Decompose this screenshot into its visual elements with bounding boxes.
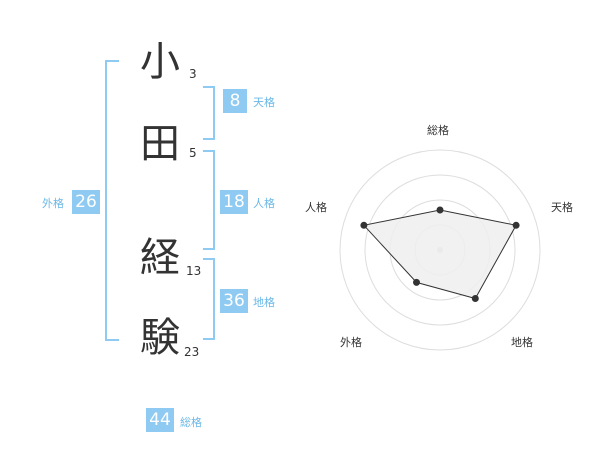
- name-char-4: 験: [140, 315, 180, 361]
- name-char-1: 小: [140, 39, 180, 85]
- chikaku-value: 36: [220, 289, 248, 313]
- radar-axis-label-chikaku: 地格: [511, 336, 533, 349]
- jinkaku-value: 18: [220, 190, 248, 214]
- radar-point-4: [413, 278, 420, 286]
- radar-point-3: [471, 295, 479, 302]
- radar-polygon: [362, 209, 517, 300]
- stroke-count-3: 13: [186, 264, 202, 278]
- radar-point-2: [512, 221, 520, 229]
- stroke-count-2: 5: [189, 146, 197, 160]
- chikaku-bracket: [203, 258, 215, 340]
- tenkaku-bracket: [203, 86, 215, 140]
- gaikaku-bracket: [105, 60, 119, 341]
- jinkaku-bracket: [203, 150, 215, 250]
- name-char-2: 田: [140, 121, 180, 167]
- tenkaku-label: 天格: [253, 96, 275, 109]
- gaikaku-label: 外格: [42, 197, 64, 210]
- radar-ring-3: [364, 174, 516, 326]
- radar-axis-label-soukaku: 総格: [427, 124, 449, 137]
- soukaku-label: 総格: [180, 416, 202, 429]
- radar-ring-4: [339, 149, 541, 351]
- name-char-3: 経: [140, 235, 180, 281]
- stroke-count-1: 3: [189, 67, 197, 81]
- radar-axis-label-jinkaku: 人格: [305, 201, 327, 214]
- radar-point-1: [436, 206, 444, 214]
- gaikaku-value: 26: [72, 190, 100, 214]
- radar-chart: [339, 149, 541, 351]
- radar-point-5: [360, 221, 368, 229]
- stroke-count-4: 23: [184, 345, 200, 359]
- soukaku-value: 44: [146, 408, 174, 432]
- radar-axis-label-gaikaku: 外格: [340, 336, 362, 349]
- chikaku-label: 地格: [253, 296, 275, 309]
- jinkaku-label: 人格: [253, 197, 275, 210]
- tenkaku-value: 8: [223, 89, 247, 113]
- radar-axis-label-tenkaku: 天格: [551, 201, 573, 214]
